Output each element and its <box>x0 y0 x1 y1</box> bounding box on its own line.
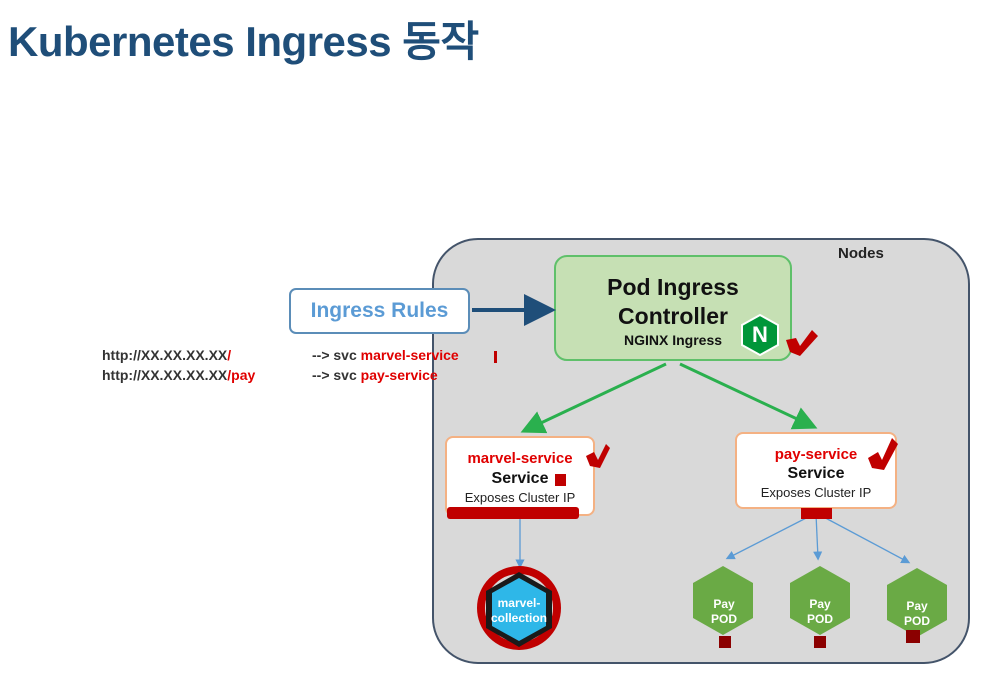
rule-line-pay: http://XX.XX.XX.XX/pay <box>102 367 255 383</box>
arrow-pay-to-pod-2 <box>813 513 823 561</box>
nodes-label: Nodes <box>838 245 884 262</box>
pod-label-line1: Pay <box>809 597 831 611</box>
pod-label-line1: Pay <box>713 597 735 611</box>
pay-pod-label: Pay POD <box>889 599 945 629</box>
pod-label-line2: POD <box>903 614 930 628</box>
controller-title: Pod Ingress Controller <box>556 273 790 331</box>
rule-arrow: --> svc <box>312 367 357 383</box>
page-title: Kubernetes Ingress 동작 <box>8 18 479 65</box>
rule-service: pay-service <box>360 367 438 383</box>
arrow-controller-to-marvel <box>520 362 667 434</box>
rule-arrow: --> svc <box>312 347 357 363</box>
controller-subtitle: NGINX Ingress <box>623 332 723 348</box>
service-type: Service <box>491 470 549 487</box>
pay-pod-label: Pay POD <box>792 597 848 627</box>
nginx-logo-icon <box>741 313 779 357</box>
pod-label-line1: Pay <box>906 599 928 613</box>
rule-target-pay: --> svc pay-service <box>312 367 438 383</box>
rule-service: marvel-service <box>360 347 459 363</box>
rule-line-root: http://XX.XX.XX.XX/ <box>102 347 231 363</box>
service-type: Service <box>787 465 845 482</box>
rule-url: http://XX.XX.XX.XX <box>102 367 228 383</box>
pay-pod-icon <box>887 568 947 643</box>
pay-pod-label: Pay POD <box>696 597 752 627</box>
rule-url: http://XX.XX.XX.XX <box>102 347 228 363</box>
service-description: Exposes Cluster IP <box>464 490 576 505</box>
red-checkmark-icon <box>786 330 818 356</box>
controller-title-line2: Controller <box>618 303 728 329</box>
pod-label-line2: POD <box>710 612 737 626</box>
arrow-pay-to-pod-3 <box>817 513 911 564</box>
arrow-controller-to-pay <box>679 362 818 430</box>
service-name: pay-service <box>774 446 858 463</box>
rule-target-root: --> svc marvel-service <box>312 347 459 363</box>
red-underline-icon <box>447 507 579 519</box>
pay-pod-icon <box>693 566 753 648</box>
red-square-icon <box>555 474 566 486</box>
arrow-pay-to-pod-1 <box>725 513 815 560</box>
service-description: Exposes Cluster IP <box>760 485 872 500</box>
ingress-controller-box: Pod Ingress Controller NGINX Ingress <box>554 255 792 361</box>
marvel-service-box: marvel-service Service Exposes Cluster I… <box>445 436 595 516</box>
marvel-pod-label: marvel- collection <box>484 596 554 626</box>
marvel-pod-icon <box>477 566 561 650</box>
ingress-rules-label: Ingress Rules <box>310 299 449 322</box>
red-mark-icon <box>494 351 497 363</box>
pod-label-line1: marvel- <box>497 596 541 610</box>
ingress-rules-box: Ingress Rules <box>289 288 470 334</box>
nginx-logo-letter: N <box>752 322 768 347</box>
red-connector-icon <box>801 508 832 519</box>
red-checkmark-icon <box>586 444 610 468</box>
pod-label-line2: POD <box>806 612 833 626</box>
pod-label-line2: collection <box>490 611 547 625</box>
red-checkmark-icon <box>868 438 898 470</box>
rule-path: / <box>227 347 232 363</box>
rule-path: /pay <box>227 367 256 383</box>
pay-pod-icon <box>790 566 850 648</box>
service-name: marvel-service <box>467 450 573 467</box>
controller-title-line1: Pod Ingress <box>607 274 739 300</box>
